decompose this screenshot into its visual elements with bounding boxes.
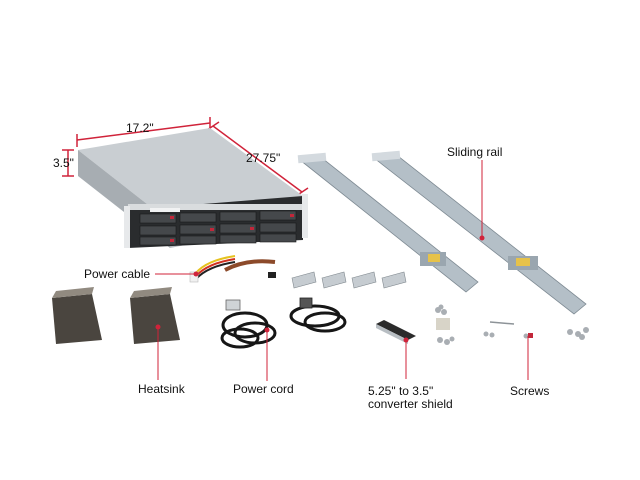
depth-dimension: 27.75" bbox=[246, 151, 281, 165]
converter-shield-label-line1: 5.25" to 3.5" bbox=[368, 384, 434, 398]
height-dimension: 3.5" bbox=[53, 156, 74, 170]
power-cords bbox=[220, 297, 347, 349]
server-chassis bbox=[78, 128, 308, 248]
converter-shield bbox=[376, 320, 416, 344]
power-cable-label: Power cable bbox=[84, 267, 151, 281]
sliding-rails bbox=[297, 150, 587, 315]
converter-shield-label-line2: converter shield bbox=[368, 397, 453, 411]
dimension-lines bbox=[62, 117, 309, 197]
width-dimension: 17.2" bbox=[126, 121, 154, 135]
callout-lines bbox=[155, 160, 529, 381]
power-cable bbox=[189, 255, 276, 283]
heatsinks bbox=[52, 287, 180, 344]
screws-label: Screws bbox=[510, 384, 550, 398]
sliding-rail-label: Sliding rail bbox=[447, 145, 503, 159]
drive-brackets bbox=[291, 271, 407, 289]
screws bbox=[435, 304, 589, 345]
power-cord-label: Power cord bbox=[233, 382, 294, 396]
heatsink-label: Heatsink bbox=[138, 382, 185, 396]
